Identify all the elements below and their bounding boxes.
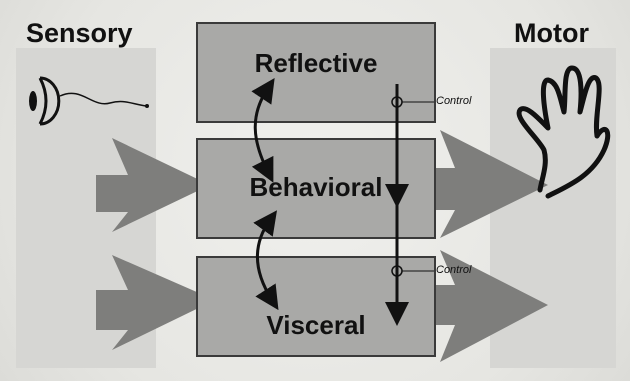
sensory-title: Sensory [26, 18, 133, 48]
visceral-label: Visceral [266, 310, 366, 340]
motor-arrow-lower [425, 250, 548, 362]
reflective-behavioral-connector [251, 78, 275, 183]
control-label-upper: Control [436, 95, 472, 107]
eye-icon [29, 76, 149, 126]
control-label-lower: Control [436, 264, 472, 276]
motor-title: Motor [514, 18, 589, 48]
hand-icon [516, 65, 611, 199]
behavioral-visceral-connector [253, 210, 279, 311]
sensory-arrow-lower [96, 255, 215, 350]
motor-arrow-upper [425, 130, 548, 238]
reflective-label: Reflective [254, 48, 378, 78]
sensory-arrow-upper [96, 138, 210, 232]
